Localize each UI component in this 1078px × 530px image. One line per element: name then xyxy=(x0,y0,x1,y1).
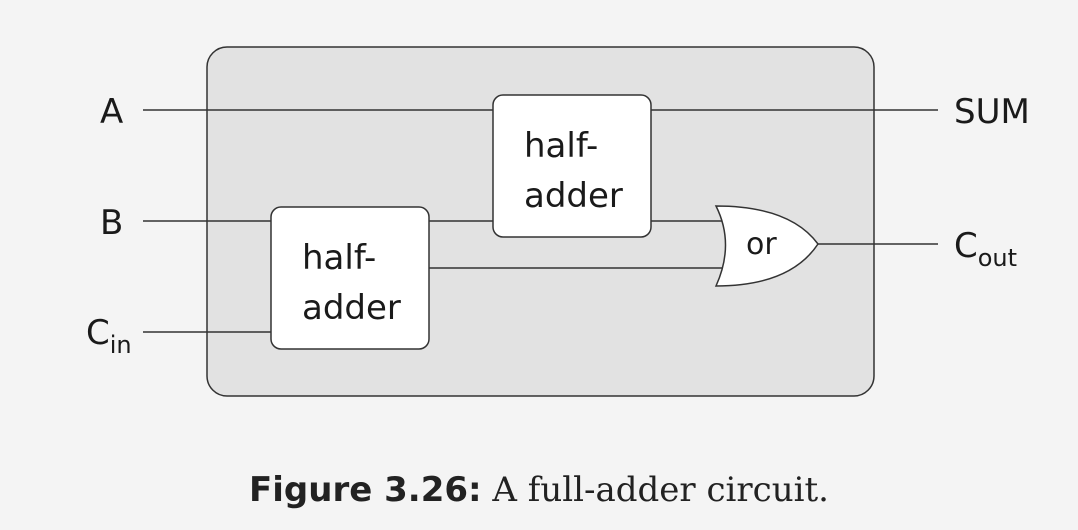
figure-caption-label: Figure 3.26: xyxy=(249,470,482,510)
figure-caption: Figure 3.26: A full-adder circuit. xyxy=(0,470,1078,510)
output-cout-label: Cout xyxy=(954,226,1017,272)
or-gate xyxy=(714,205,819,287)
input-a-label: A xyxy=(100,92,123,132)
input-cin-main: C xyxy=(86,313,110,353)
wires xyxy=(143,109,938,333)
or-gate-label: or xyxy=(746,227,777,262)
half-adder-1-line-2: adder xyxy=(524,176,623,216)
input-cin-subscript: in xyxy=(110,331,132,359)
output-cout-main: C xyxy=(954,226,978,266)
half-adder-1 xyxy=(492,94,652,238)
full-adder-diagram: half- adder half- adder or A B Cin SUM C… xyxy=(86,46,1030,397)
figure-caption-text: A full-adder circuit. xyxy=(481,470,829,510)
half-adder-2-line-2: adder xyxy=(302,288,401,328)
output-cout-subscript: out xyxy=(978,244,1017,272)
half-adder-2 xyxy=(270,206,430,350)
input-cin-label: Cin xyxy=(86,313,132,359)
half-adder-1-line-1: half- xyxy=(524,126,598,166)
output-sum-label: SUM xyxy=(954,92,1030,132)
half-adder-2-line-1: half- xyxy=(302,238,376,278)
input-b-label: B xyxy=(100,203,123,243)
